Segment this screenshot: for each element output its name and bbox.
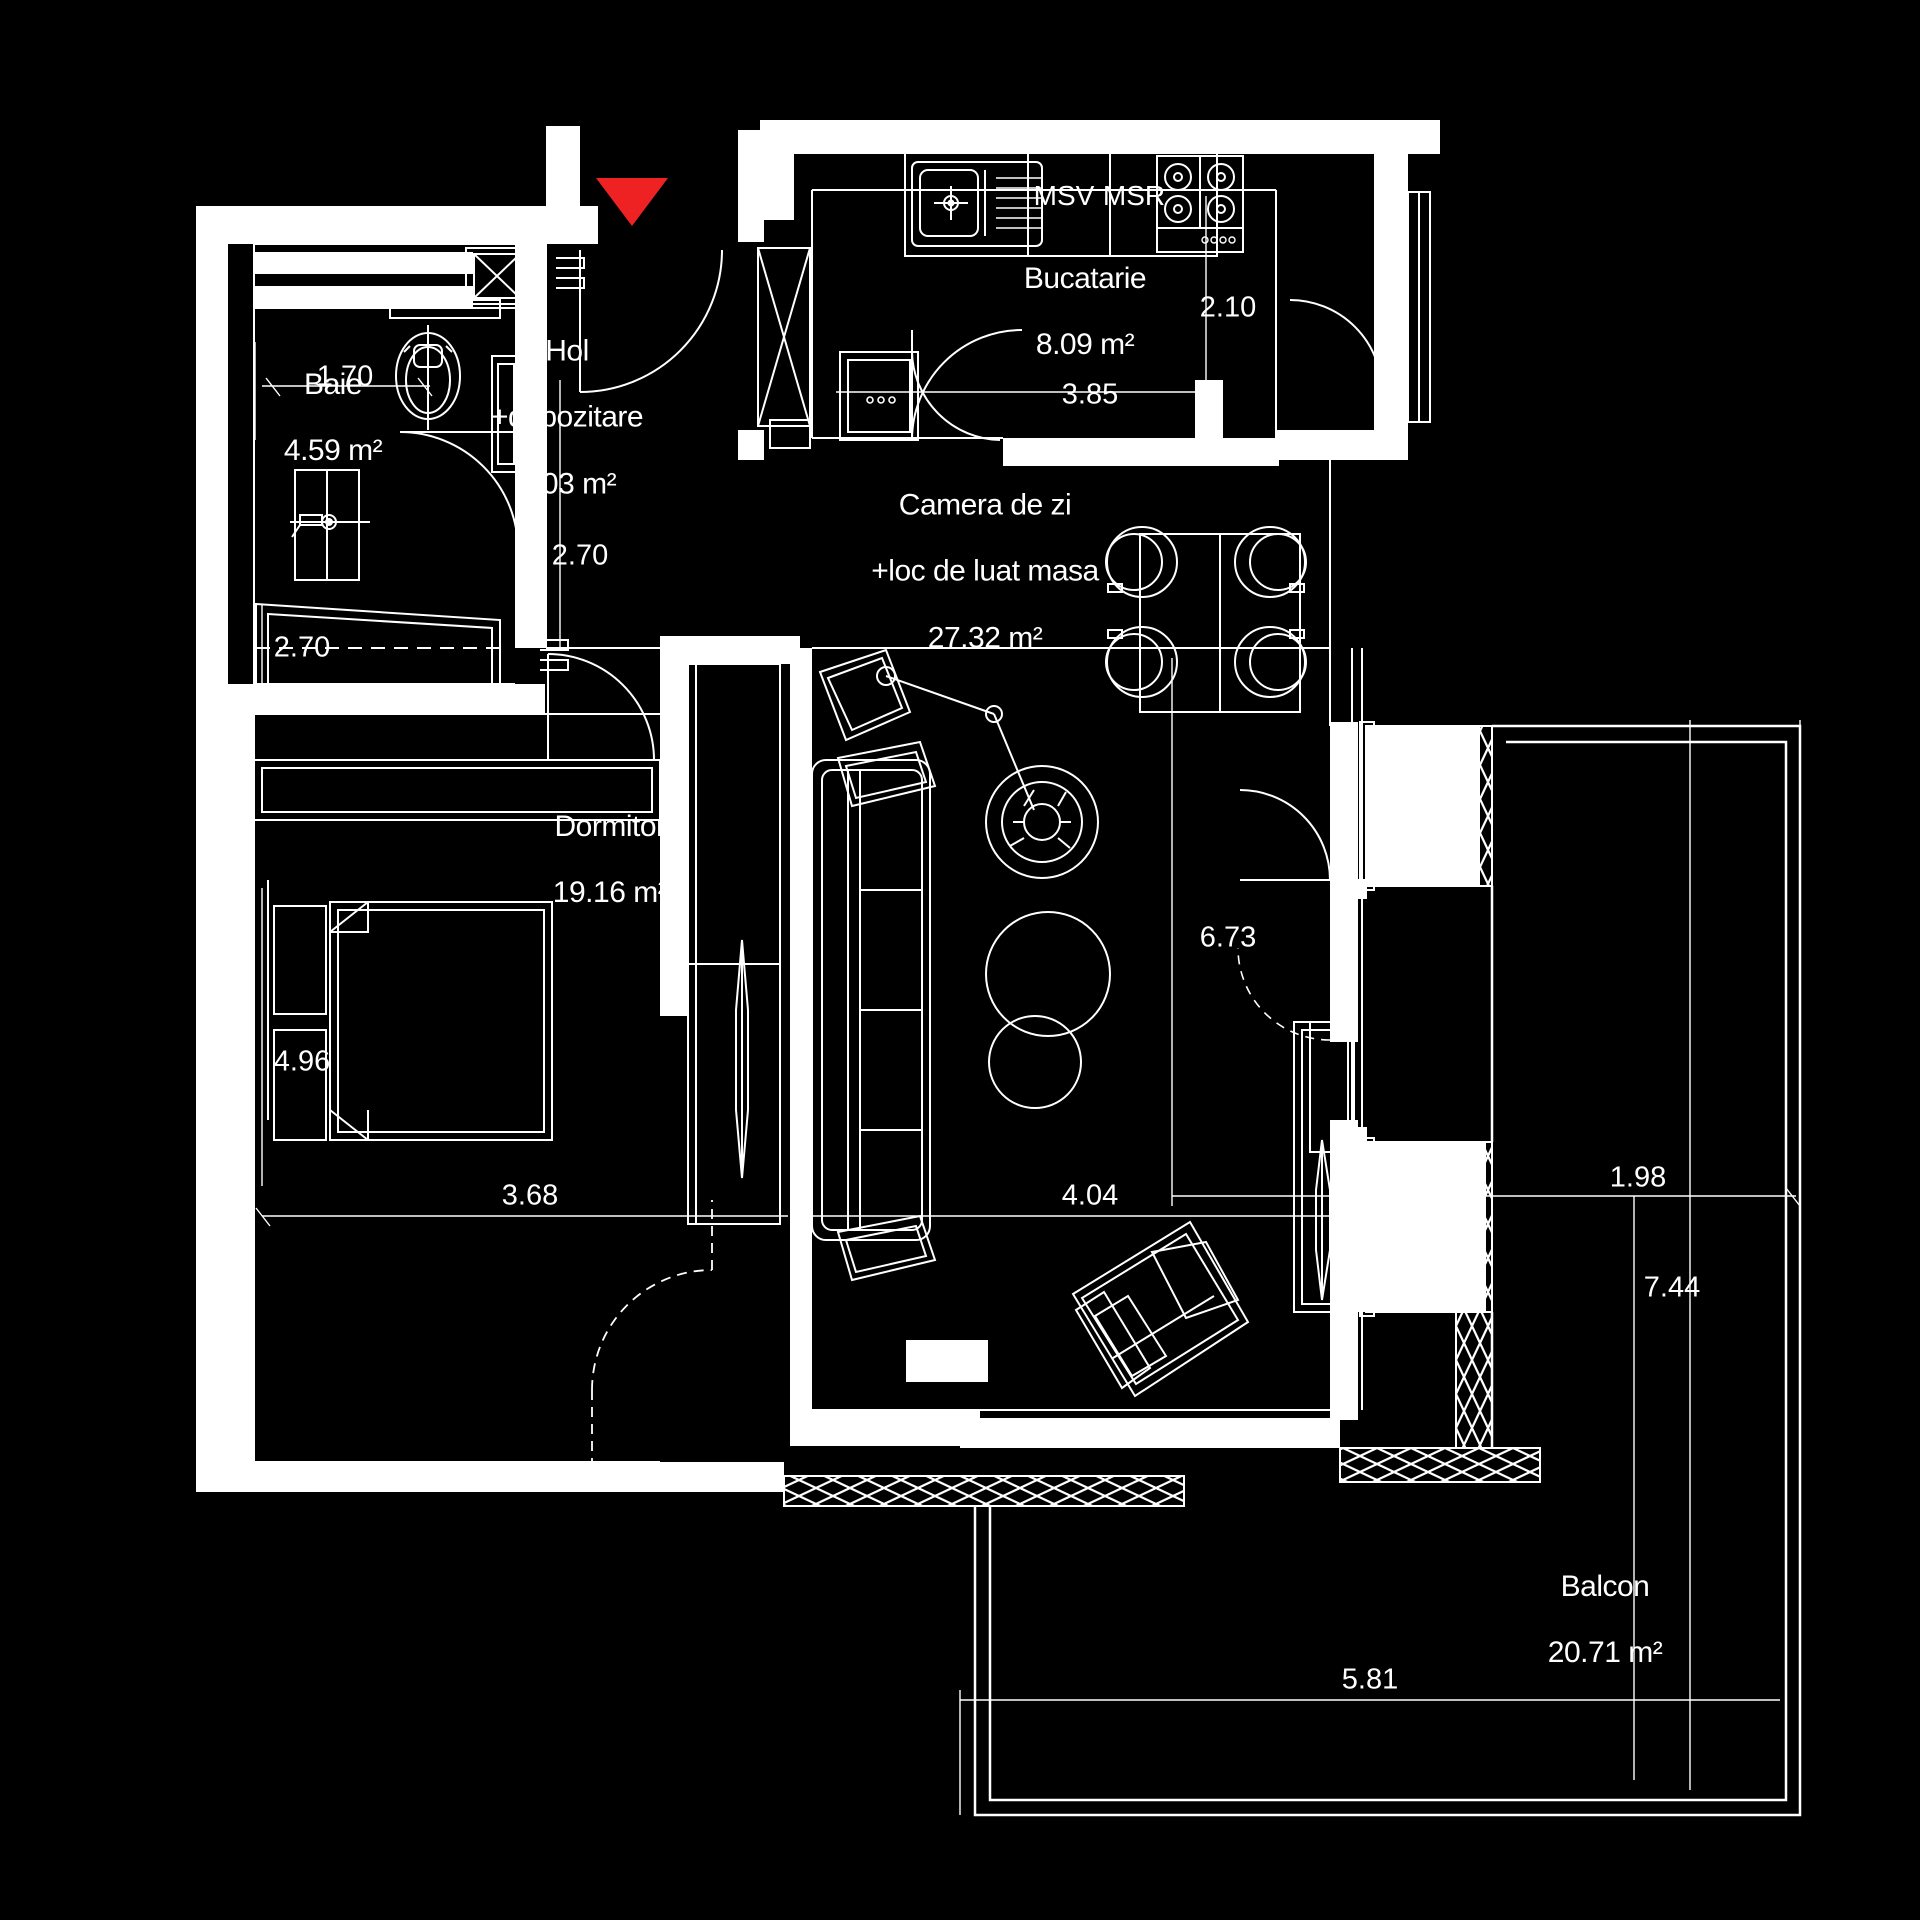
kitchen-counter xyxy=(904,149,1218,257)
door-bedroom-sliding xyxy=(591,1200,713,1470)
room-label-camera-de-zi: Camera de zi +loc de luat masa 27.32 m² xyxy=(871,487,1099,655)
appliance-label-msr: MSR xyxy=(1102,179,1166,211)
armchair-icon xyxy=(1071,1220,1250,1398)
door-bathroom xyxy=(399,431,519,551)
storage-shelf-icon xyxy=(757,247,919,449)
toilet-icon xyxy=(395,325,461,430)
door-kitchen-balcony xyxy=(1289,299,1383,393)
window-bedroom xyxy=(253,880,269,1120)
dimension-balcon-depth: 1.98 xyxy=(1609,1161,1667,1194)
coffee-table-icon xyxy=(985,911,1111,1109)
bed-icon xyxy=(329,901,553,1141)
door-living-lower xyxy=(1237,947,1331,1041)
room-label-hol: Hol +depozitare 5.03 m² xyxy=(490,333,644,501)
dimension-camera-height: 6.73 xyxy=(1199,921,1257,954)
entrance-marker-icon xyxy=(596,178,668,226)
window-kitchen xyxy=(1407,191,1431,423)
dining-chairs xyxy=(1105,526,1307,698)
bedroom-closet xyxy=(253,759,661,821)
dimension-baie-height: 2.70 xyxy=(273,631,331,664)
wall-outlines xyxy=(253,189,1331,1463)
dimension-bucatarie-h: 2.10 xyxy=(1199,291,1257,324)
dimension-bucatarie-w: 3.85 xyxy=(1061,378,1119,411)
dining-chair xyxy=(1234,526,1307,598)
dimension-dormitor-w: 3.68 xyxy=(501,1179,559,1212)
dining-chair xyxy=(1234,626,1307,698)
window-mullion-right xyxy=(1347,648,1367,1410)
sofa-icon xyxy=(811,740,937,1282)
nightstand-icon xyxy=(273,905,327,1141)
dining-chair xyxy=(1105,626,1178,698)
dimension-lines xyxy=(254,196,1801,1815)
door-living-to-balcony xyxy=(1239,789,1331,881)
washbasin-icon xyxy=(290,469,370,581)
appliance-label-msv: MSV xyxy=(1033,179,1095,211)
room-label-bucatarie: Bucatarie 8.09 m² xyxy=(1023,261,1147,362)
window-balcony-upper xyxy=(1359,721,1457,891)
dimension-balcon-width: 5.81 xyxy=(1341,1663,1399,1696)
floor-lamp-icon xyxy=(818,648,1099,879)
utility-column xyxy=(389,247,529,319)
insulated-wall-hatch xyxy=(783,725,1541,1507)
bathtub-icon xyxy=(255,602,501,701)
room-label-balcon: Balcon 20.71 m² xyxy=(1547,1569,1663,1670)
electrical-panel-icon xyxy=(540,257,585,671)
dining-table-icon xyxy=(1139,533,1301,713)
room-label-baie: Baie 4.59 m² xyxy=(283,367,383,468)
bathroom-mirror xyxy=(491,355,521,473)
dimension-hol-height: 2.70 xyxy=(551,539,609,572)
room-label-dormitor: Dormitor 19.16 m² xyxy=(552,809,668,910)
kitchen-stove-icon xyxy=(1156,155,1244,253)
dimension-dormitor-h: 4.96 xyxy=(273,1045,331,1078)
dimension-balcon-height: 7.44 xyxy=(1643,1271,1701,1304)
kitchen-sink-icon xyxy=(911,161,1043,247)
window-balcony-lower xyxy=(1359,1137,1457,1317)
wardrobe-icon xyxy=(687,663,781,1225)
dining-chair xyxy=(1105,526,1178,598)
door-kitchen xyxy=(911,329,1023,441)
door-entry xyxy=(579,249,723,393)
dimension-baie-width: 1.70 xyxy=(316,360,374,393)
console-icon xyxy=(1309,1021,1355,1153)
dimension-camera-width: 4.04 xyxy=(1061,1179,1119,1212)
